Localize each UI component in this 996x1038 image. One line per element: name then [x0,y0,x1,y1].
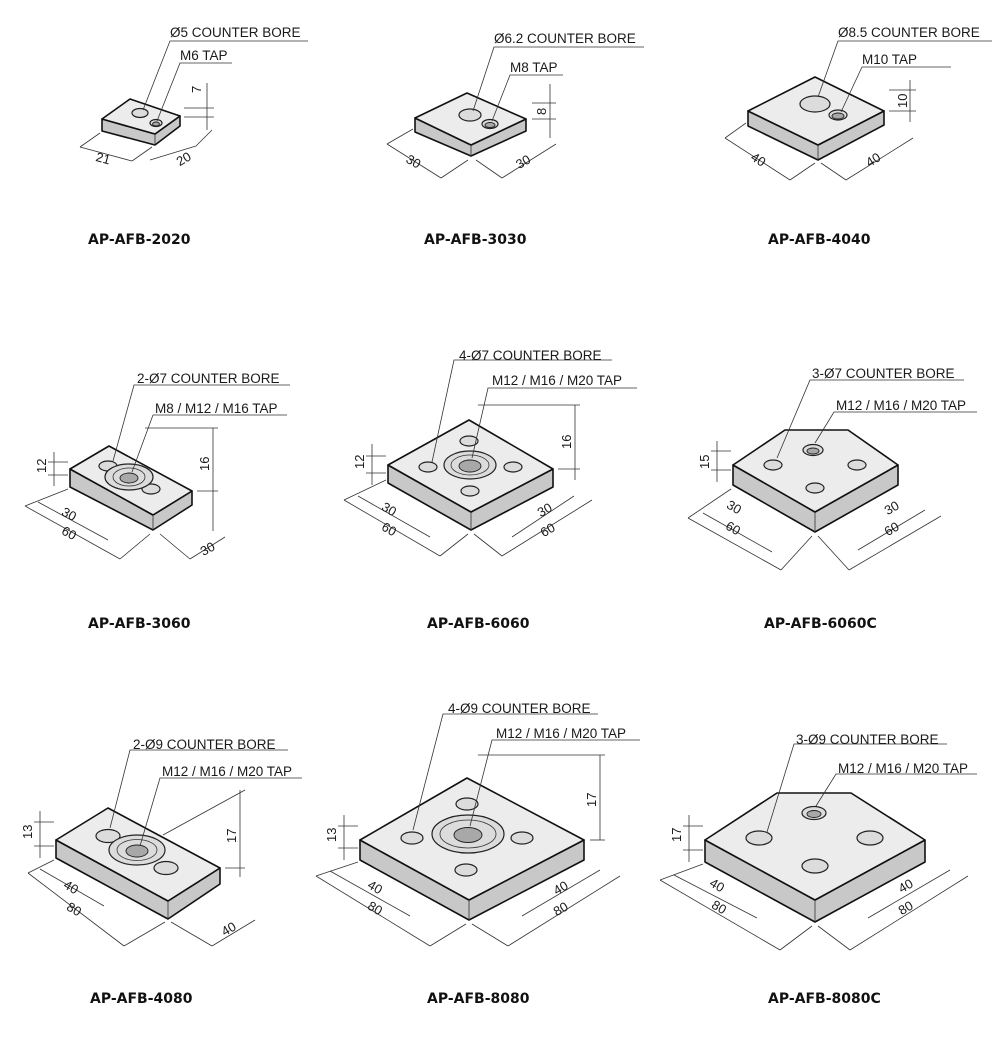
tap-callout: M12 / M16 / M20 TAP [496,726,626,741]
bore-callout: Ø8.5 COUNTER BORE [838,25,980,40]
dim-half-width: 30 [535,500,555,520]
counter-bore-hole [799,95,831,113]
counter-bore-hole [400,831,424,845]
part-number: AP-AFB-4080 [90,991,193,1007]
dim-thickness: 17 [669,828,684,842]
counter-bore-hole [847,459,867,471]
bore-callout: Ø5 COUNTER BORE [170,25,301,40]
tap-callout: M12 / M16 / M20 TAP [492,373,622,388]
dim-height: 17 [584,793,599,807]
dim-width: 60 [882,519,902,539]
dim-half-width: 40 [896,876,916,896]
part-ap-afb-6060c: 3-Ø7 COUNTER BORE M12 / M16 / M20 TAP 15… [687,366,977,632]
part-number: AP-AFB-6060 [427,616,530,632]
counter-bore-hole [763,459,783,471]
tap-callout: M12 / M16 / M20 TAP [836,398,966,413]
part-ap-afb-8080: 4-Ø9 COUNTER BORE M12 / M16 / M20 TAP 13… [315,701,640,1007]
dim-thickness: 15 [697,455,712,469]
tap-callout: M8 TAP [510,60,558,75]
bore-callout: 2-Ø7 COUNTER BORE [137,371,280,386]
dim-length: 60 [59,523,79,543]
part-number: AP-AFB-2020 [88,232,191,248]
part-number: AP-AFB-6060C [764,616,877,632]
tap-callout: M8 / M12 / M16 TAP [155,401,278,416]
dim-width: 80 [896,898,916,918]
dim-length: 80 [709,897,729,917]
part-ap-afb-3030: Ø6.2 COUNTER BORE M8 TAP 30 30 8 AP-AFB-… [386,31,644,248]
bore-callout: 2-Ø9 COUNTER BORE [133,737,276,752]
bore-callout: 4-Ø9 COUNTER BORE [448,701,591,716]
dim-length: 60 [379,519,399,539]
dim-half-length: 30 [379,499,399,519]
counter-bore-hole [460,485,480,497]
dim-width: 30 [198,539,218,559]
counter-bore-hole [153,860,179,876]
dim-depth: 30 [513,152,533,172]
counter-bore-hole [95,828,121,844]
dim-height: 7 [189,86,204,93]
plate-top [704,792,926,901]
dim-length: 60 [723,518,743,538]
counter-bore-hole [856,830,884,846]
dim-height: 17 [224,829,239,843]
dim-thickness: 12 [34,459,49,473]
dim-half-length: 30 [724,497,744,517]
bore-callout: 3-Ø9 COUNTER BORE [796,732,939,747]
counter-bore-hole [458,108,482,122]
dim-half-length: 30 [59,504,79,524]
dim-width: 21 [94,149,112,167]
dim-thickness: 13 [324,828,339,842]
plate-top [732,429,899,513]
counter-bore-hole [131,107,149,119]
counter-bore-hole [745,830,773,846]
dim-half-width: 40 [551,878,571,898]
counter-bore-hole [801,858,829,874]
dim-width: 60 [538,520,558,540]
dim-thickness: 12 [352,455,367,469]
part-ap-afb-8080c: 3-Ø9 COUNTER BORE M12 / M16 / M20 TAP 17… [659,732,977,1007]
dim-height: 8 [534,108,549,115]
dim-depth: 20 [174,149,194,169]
part-ap-afb-6060: 4-Ø7 COUNTER BORE M12 / M16 / M20 TAP 12… [343,348,637,632]
dim-half-length: 40 [365,877,385,897]
counter-bore-hole [805,482,825,494]
counter-bore-hole [454,863,478,877]
counter-bore-hole [418,461,438,473]
part-number: AP-AFB-3030 [424,232,527,248]
bore-callout: 4-Ø7 COUNTER BORE [459,348,602,363]
counter-bore-hole [510,831,534,845]
tap-callout: M12 / M16 / M20 TAP [162,764,292,779]
part-number: AP-AFB-8080 [427,991,530,1007]
dim-width: 30 [403,151,423,171]
dim-width: 40 [748,149,768,169]
bore-callout: Ø6.2 COUNTER BORE [494,31,636,46]
dim-half-length: 40 [707,875,727,895]
dim-height: 16 [197,457,212,471]
counter-bore-hole [455,797,479,811]
dim-half-width: 30 [882,498,902,518]
tap-callout: M6 TAP [180,48,228,63]
dim-width: 40 [219,919,239,939]
counter-bore-hole [503,461,523,473]
dim-width: 80 [551,899,571,919]
part-ap-afb-2020: Ø5 COUNTER BORE M6 TAP 21 20 7 AP-AFB-20… [79,25,308,248]
dim-height: 16 [559,435,574,449]
part-number: AP-AFB-3060 [88,616,191,632]
dim-depth: 40 [863,149,883,169]
part-number: AP-AFB-4040 [768,232,871,248]
dim-height: 10 [895,94,910,108]
part-number: AP-AFB-8080C [768,991,881,1007]
part-ap-afb-4040: Ø8.5 COUNTER BORE M10 TAP 40 40 10 AP-AF… [724,25,992,248]
dim-half-length: 40 [61,877,81,897]
tap-callout: M12 / M16 / M20 TAP [838,761,968,776]
part-ap-afb-3060: 2-Ø7 COUNTER BORE M8 / M12 / M16 TAP 12 … [24,371,290,632]
part-ap-afb-4080: 2-Ø9 COUNTER BORE M12 / M16 / M20 TAP 13… [20,737,302,1007]
dim-thickness: 13 [20,825,35,839]
dim-length: 80 [64,899,84,919]
bore-callout: 3-Ø7 COUNTER BORE [812,366,955,381]
dim-length: 80 [365,898,385,918]
counter-bore-hole [459,435,479,447]
tap-callout: M10 TAP [862,52,917,67]
